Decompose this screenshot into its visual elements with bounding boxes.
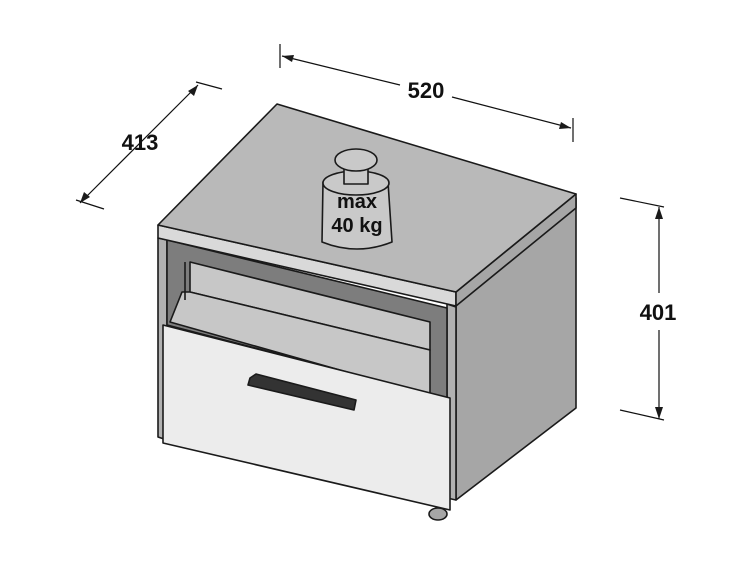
- width-dimension: 520: [279, 44, 574, 142]
- drawer-handle: [247, 373, 357, 411]
- height-dimension: 401: [619, 197, 677, 421]
- weight-label-max: max: [337, 191, 377, 213]
- depth-value: 413: [122, 130, 159, 155]
- drawer-front: [162, 324, 451, 511]
- width-value: 520: [408, 78, 445, 103]
- front-right-foot: [428, 507, 448, 521]
- height-value: 401: [640, 300, 677, 325]
- weight-label-kg: 40 kg: [331, 215, 382, 237]
- depth-dimension: 413: [75, 81, 223, 210]
- weight-icon: max 40 kg: [321, 148, 393, 250]
